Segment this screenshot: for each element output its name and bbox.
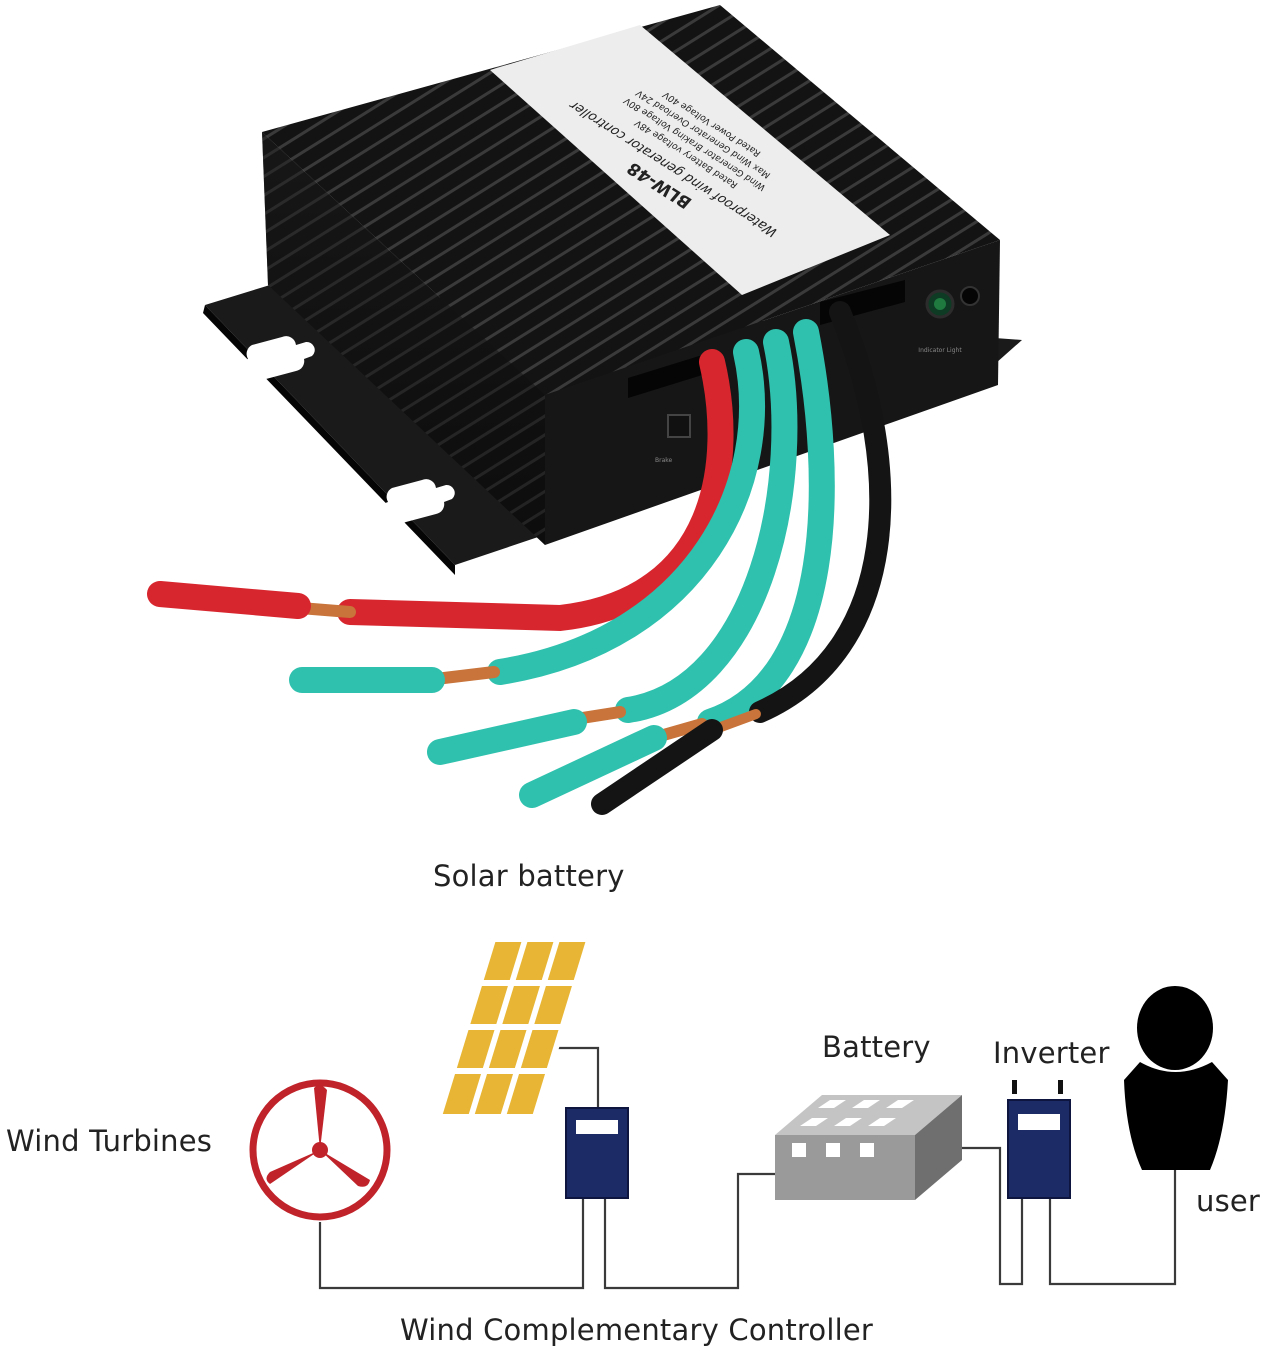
user-icon xyxy=(1124,986,1228,1170)
mounting-slot-lower xyxy=(377,479,455,524)
wire-teal xyxy=(615,329,798,723)
brake-switch xyxy=(667,414,691,438)
wind-turbine-icon xyxy=(249,1079,391,1221)
controller-label: Wind Complementary Controller xyxy=(400,1313,874,1347)
controller-top xyxy=(262,5,1000,395)
wire-teal xyxy=(697,319,835,735)
connection-lines xyxy=(318,1046,1177,1290)
solar-panel-icon xyxy=(437,940,592,1118)
wind-turbines-label: Wind Turbines xyxy=(6,1124,213,1158)
inverter-icon xyxy=(1007,1080,1071,1199)
cable-gland xyxy=(628,352,712,398)
wire-black xyxy=(749,301,892,723)
user-label: user xyxy=(1196,1184,1261,1218)
wire-red xyxy=(337,349,734,632)
wire-teal xyxy=(487,339,765,685)
mounting-slot-upper xyxy=(237,336,315,381)
solar-battery-label: Solar battery xyxy=(433,859,625,893)
controller-product: BLW-48 Waterproof wind generator control… xyxy=(147,5,1022,815)
lead-wires xyxy=(147,301,892,815)
battery-icon xyxy=(775,1095,962,1200)
power-indicator-icon xyxy=(960,286,980,306)
controller-device-icon xyxy=(565,1107,629,1199)
product-label: BLW-48 Waterproof wind generator control… xyxy=(490,25,890,295)
indicator-light-label: Indicator Light xyxy=(918,347,962,354)
battery-label: Battery xyxy=(822,1030,931,1064)
brake-label: Brake xyxy=(655,457,673,464)
system-diagram xyxy=(249,940,1228,1290)
inverter-label: Inverter xyxy=(993,1036,1110,1070)
